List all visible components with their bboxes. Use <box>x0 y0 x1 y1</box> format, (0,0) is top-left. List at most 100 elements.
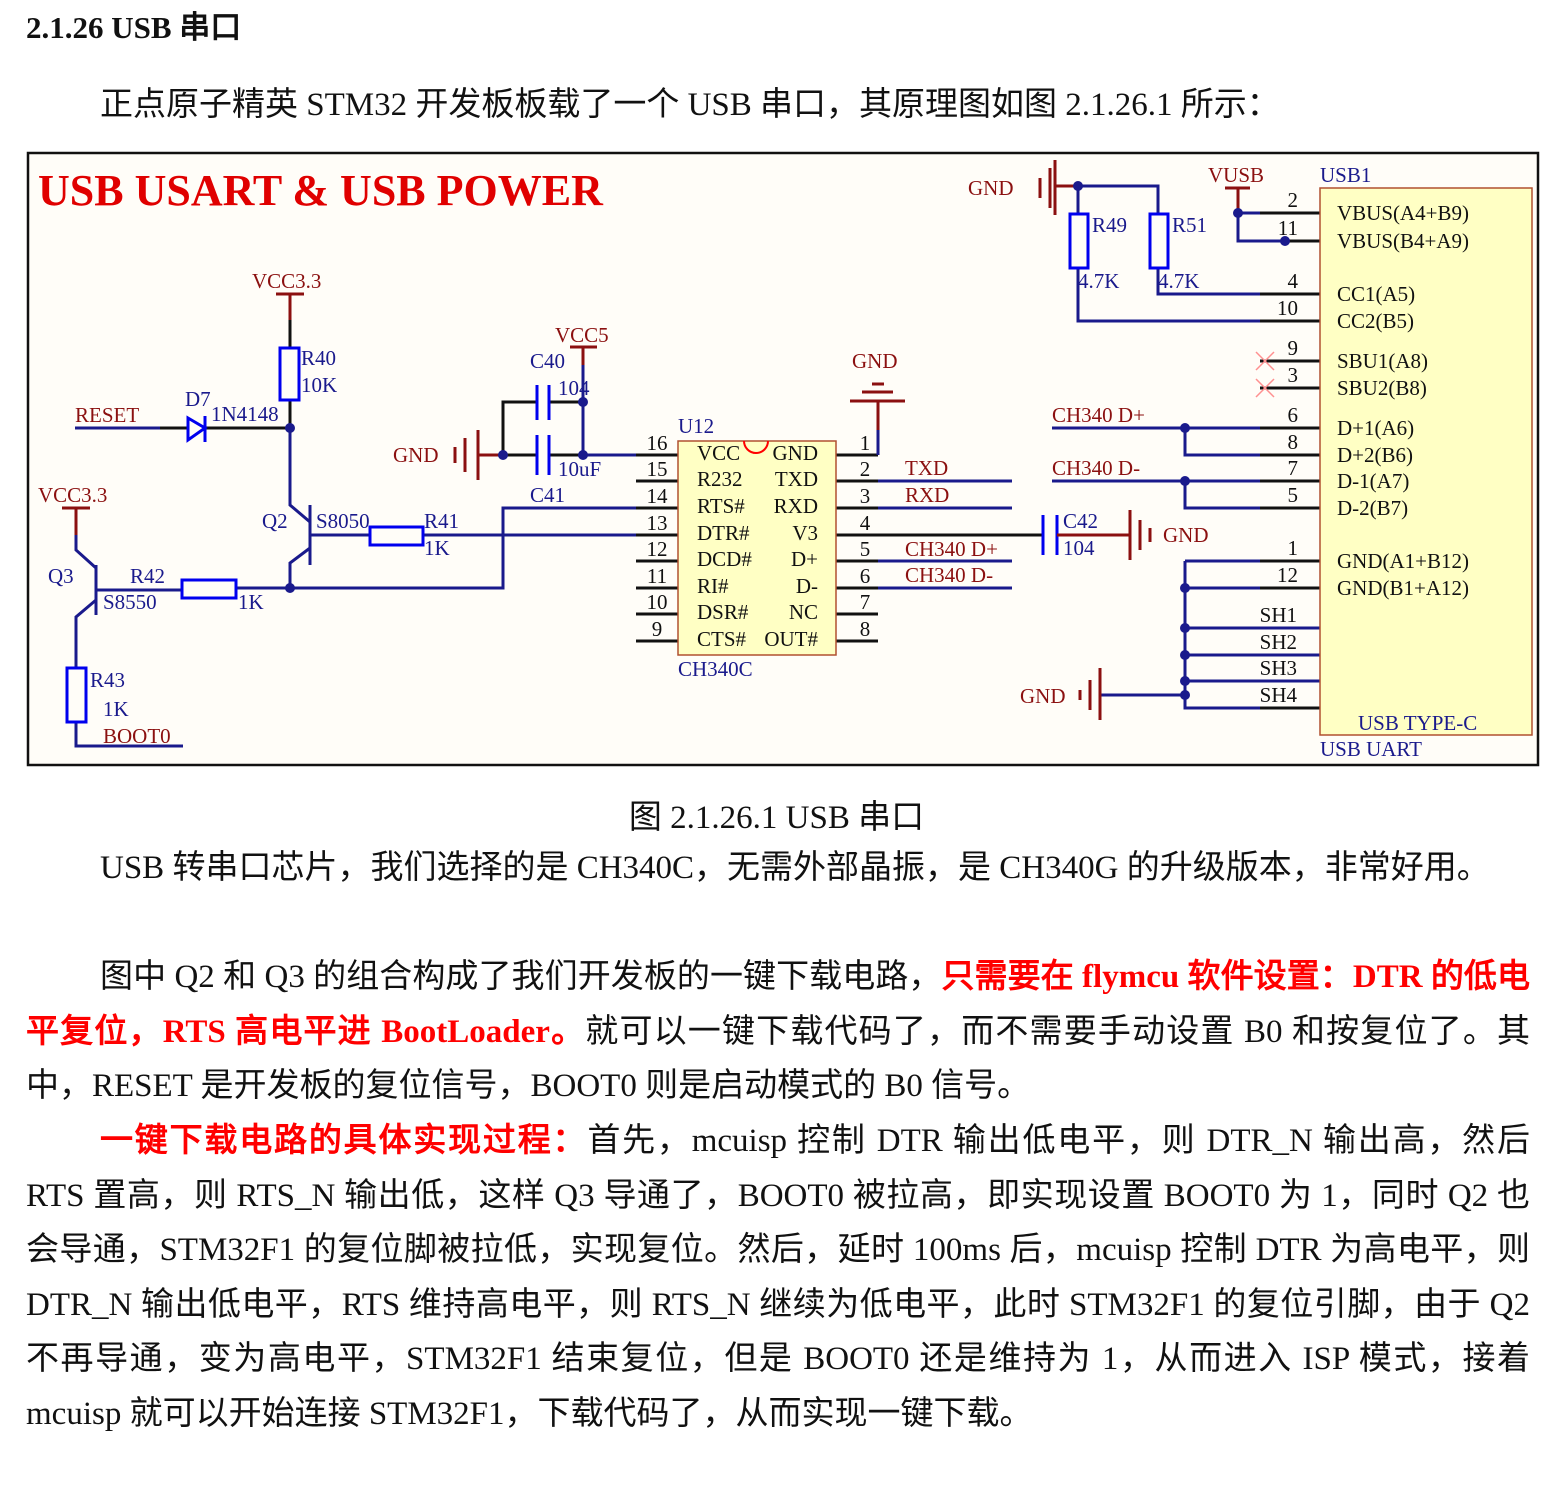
net-label: VCC5 <box>555 323 609 347</box>
pin-number: 11 <box>1278 216 1298 240</box>
pin-number: 7 <box>860 590 871 614</box>
pin-number: 8 <box>1288 430 1299 454</box>
schematic-figure: USB USART & USB POWER <box>26 151 1540 767</box>
pin-number: 1 <box>860 431 871 455</box>
part-label: C41 <box>530 483 565 507</box>
intro-text: 正点原子精英 STM32 开发板板载了一个 USB 串口，其原理图如图 2.1.… <box>100 87 1280 123</box>
part-value: 1K <box>238 590 264 614</box>
pin-name: OUT# <box>764 627 818 651</box>
part-value: USB TYPE-C <box>1358 711 1477 735</box>
part-value: 10K <box>301 373 337 397</box>
pin-number: 6 <box>860 564 871 588</box>
part-label: USB1 <box>1320 163 1371 187</box>
pin-name: RTS# <box>697 494 745 518</box>
net-label: RESET <box>75 403 139 427</box>
pin-name: RI# <box>697 574 729 598</box>
part-value: 1K <box>103 697 129 721</box>
pin-number: 15 <box>647 457 668 481</box>
pin-number: 11 <box>647 564 667 588</box>
pin-name: V3 <box>792 521 818 545</box>
schematic-labels: VCC3.3 VCC3.3 VCC5 VUSB GND GND GND GND … <box>38 163 1477 761</box>
pin-name: D+2(B6) <box>1337 443 1413 467</box>
pin-number: 8 <box>860 617 871 641</box>
net-label: GND <box>968 176 1014 200</box>
pin-number: 13 <box>647 511 668 535</box>
paragraph-1: USB 转串口芯片，我们选择的是 CH340C，无需外部晶振，是 CH340G … <box>100 850 1490 886</box>
part-value: S8050 <box>316 509 370 533</box>
part-label: U12 <box>678 414 714 438</box>
part-value: 1K <box>424 536 450 560</box>
part-label: R42 <box>130 564 165 588</box>
pin-name: D-2(B7) <box>1337 496 1408 520</box>
pin-name: VCC <box>697 441 740 465</box>
net-label: RXD <box>905 483 949 507</box>
pin-name: D-1(A7) <box>1337 469 1409 493</box>
usb-connector-body <box>1319 187 1533 736</box>
pin-name: D+ <box>791 547 818 571</box>
pin-number: 12 <box>1277 563 1298 587</box>
paragraph-2-text: 就可以一键下载代码了，而不需要手动设置 B0 和按复位了。其中，RESET 是开… <box>26 1013 1530 1105</box>
net-label: CH340 D+ <box>905 537 998 561</box>
part-value: 10uF <box>558 457 601 481</box>
pin-name: DTR# <box>697 521 750 545</box>
pin-number: 2 <box>860 457 871 481</box>
pin-number: 5 <box>1288 483 1299 507</box>
part-label: Q3 <box>48 564 74 588</box>
part-value: 4.7K <box>1158 269 1199 293</box>
pin-name: D- <box>796 574 818 598</box>
pin-name: GND <box>773 441 819 465</box>
pin-number: 9 <box>652 617 663 641</box>
part-value: 104 <box>558 376 590 400</box>
pin-number: 14 <box>647 484 669 508</box>
pin-name: VBUS(A4+B9) <box>1337 201 1469 225</box>
part-value: USB UART <box>1320 737 1422 761</box>
pin-number: 5 <box>860 537 871 561</box>
pin-number: 10 <box>1277 296 1298 320</box>
pin-number: 16 <box>647 431 668 455</box>
pin-name: TXD <box>775 467 818 491</box>
pin-number: 7 <box>1288 456 1299 480</box>
pin-name: R232 <box>697 467 743 491</box>
part-label: R41 <box>424 509 459 533</box>
part-label: C40 <box>530 349 565 373</box>
pin-name: CTS# <box>697 627 747 651</box>
pin-number: 3 <box>1288 363 1299 387</box>
pin-name: D+1(A6) <box>1337 416 1414 440</box>
part-value: 4.7K <box>1078 269 1119 293</box>
pin-number: 4 <box>860 511 871 535</box>
pin-name: CC2(B5) <box>1337 309 1414 333</box>
section-heading: 2.1.26 USB 串口 <box>26 10 242 45</box>
pin-name: VBUS(B4+A9) <box>1337 229 1469 253</box>
pin-number: 3 <box>860 484 871 508</box>
net-label: TXD <box>905 456 948 480</box>
pin-number: SH1 <box>1260 603 1297 627</box>
u12-chip-body <box>677 440 837 656</box>
figure-caption: 图 2.1.26.1 USB 串口 <box>628 800 925 836</box>
pin-number: 12 <box>647 537 668 561</box>
paragraph-2: 图中 Q2 和 Q3 的组合构成了我们开发板的一键下载电路，只需要在 flymc… <box>26 950 1530 1114</box>
pin-number: SH4 <box>1260 683 1298 707</box>
pin-number: 1 <box>1288 536 1299 560</box>
pin-number: 6 <box>1288 403 1299 427</box>
net-label: GND <box>1163 523 1209 547</box>
pin-name: DCD# <box>697 547 752 571</box>
part-label: R40 <box>301 346 336 370</box>
part-label: R43 <box>90 668 125 692</box>
part-label: D7 <box>185 387 211 411</box>
part-value: 104 <box>1063 536 1095 560</box>
part-label: R49 <box>1092 213 1127 237</box>
pin-name: GND(A1+B12) <box>1337 549 1469 573</box>
pin-name: SBU1(A8) <box>1337 349 1428 373</box>
pin-name: GND(B1+A12) <box>1337 576 1469 600</box>
paragraph-2-highlight: 只需要在 flymcu 软件设置：DTR 的低电平复位，RTS 高电平进 Boo… <box>26 959 1530 1050</box>
net-label: GND <box>393 443 439 467</box>
net-label: GND <box>1020 684 1066 708</box>
pin-name: SBU2(B8) <box>1337 376 1427 400</box>
net-label: CH340 D- <box>1052 456 1140 480</box>
net-label: VCC3.3 <box>252 269 321 293</box>
net-label: CH340 D- <box>905 563 993 587</box>
pin-name: RXD <box>774 494 818 518</box>
net-label: BOOT0 <box>103 724 171 748</box>
part-value: S8550 <box>103 590 157 614</box>
paragraph-3-highlight: 一键下载电路的具体实现过程： <box>100 1123 588 1159</box>
